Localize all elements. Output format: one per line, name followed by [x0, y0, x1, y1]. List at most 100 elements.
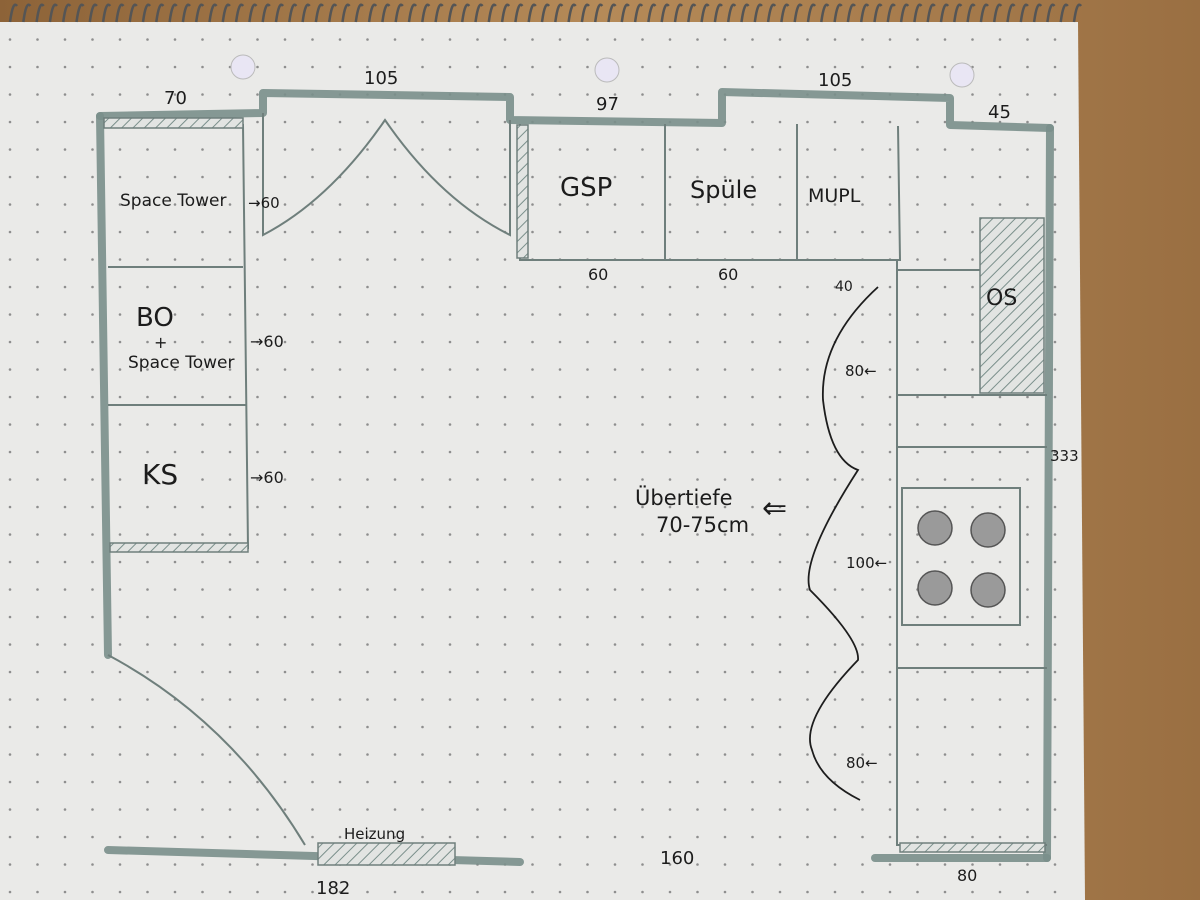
- spiral-coil: [700, 3, 710, 23]
- spiral-coil: [846, 3, 856, 23]
- cabinet-gsp: GSP: [560, 173, 612, 203]
- spiral-coil: [474, 3, 484, 23]
- spiral-coil: [554, 3, 564, 23]
- spiral-coil: [61, 3, 72, 23]
- door-swing-bottom: [107, 654, 306, 846]
- spiral-coil: [35, 3, 45, 23]
- spiral-coil: [1046, 3, 1056, 23]
- spiral-coil: [8, 3, 19, 23]
- spiral-coil: [327, 3, 338, 23]
- cabinet-os: OS: [986, 286, 1017, 311]
- spiral-coil: [753, 3, 763, 23]
- spiral-coil: [394, 3, 404, 23]
- spiral-coil: [261, 3, 271, 23]
- dim-top-left: 70: [164, 88, 187, 109]
- spiral-coil: [992, 3, 1003, 23]
- punch-hole: [594, 57, 620, 83]
- spiral-coil: [141, 3, 152, 23]
- dim-right-wall: 333: [1050, 447, 1079, 465]
- spiral-binding: [8, 3, 1083, 23]
- spiral-coil: [660, 3, 670, 23]
- spiral-coil: [966, 3, 976, 23]
- spiral-coil: [181, 3, 191, 23]
- spiral-coil: [434, 3, 444, 23]
- spiral-coil: [487, 3, 497, 23]
- dim-bottom-right: 80: [957, 866, 977, 885]
- spiral-coil: [793, 3, 803, 23]
- spiral-coil: [620, 3, 630, 23]
- note-line-1: Übertiefe: [635, 485, 733, 510]
- punch-hole: [949, 62, 975, 88]
- punch-hole: [230, 54, 256, 80]
- spiral-coil: [593, 3, 604, 23]
- spiral-coil: [381, 3, 391, 23]
- dim-gsp-depth: 60: [588, 265, 608, 284]
- dim-gap-top: 80←: [845, 362, 877, 380]
- hob-burners: [917, 510, 1006, 608]
- spiral-coil: [22, 3, 32, 23]
- spiral-coil: [820, 3, 830, 23]
- spiral-coil: [168, 3, 178, 23]
- dim-gap-bottom: 80←: [846, 754, 878, 772]
- spiral-coil: [913, 3, 923, 23]
- cabinet-bo-space-tower: Space Tower: [128, 353, 234, 373]
- left-top-filler: [103, 117, 244, 129]
- cabinet-mupl: MUPL: [808, 185, 861, 207]
- spiral-coil: [460, 3, 471, 23]
- door-swing-top: [262, 113, 511, 237]
- cabinet-spuele: Spüle: [690, 176, 757, 204]
- spiral-coil: [314, 3, 324, 23]
- spiral-coil: [101, 3, 112, 23]
- spiral-coil: [540, 3, 551, 23]
- spiral-coil: [859, 3, 870, 23]
- cabinet-ks: KS: [142, 458, 178, 491]
- dim-bottom-left: 182: [316, 878, 350, 899]
- spiral-coil: [248, 3, 258, 23]
- note-line-2: 70-75cm: [656, 513, 749, 537]
- spiral-coil: [341, 3, 351, 23]
- heater: [317, 842, 456, 866]
- spiral-coil: [115, 3, 125, 23]
- spiral-coil: [687, 3, 697, 23]
- spiral-coil: [527, 3, 537, 23]
- spiral-coil: [647, 3, 657, 23]
- spiral-coil: [48, 3, 58, 23]
- spiral-coil: [208, 3, 218, 23]
- heater-label: Heizung: [344, 825, 405, 843]
- spiral-coil: [979, 3, 989, 23]
- dot-grid: [0, 30, 1080, 900]
- spiral-coil: [421, 3, 431, 23]
- dim-left-depth-2: →60: [250, 332, 284, 351]
- burner: [917, 510, 953, 546]
- spiral-coil: [407, 3, 418, 23]
- dim-top-right: 45: [988, 102, 1011, 123]
- dim-sink-depth: 60: [718, 265, 738, 284]
- spiral-coil: [155, 3, 165, 23]
- wall-right: [1043, 124, 1054, 862]
- spiral-coil: [580, 3, 590, 23]
- burner: [970, 512, 1006, 548]
- spiral-coil: [354, 3, 364, 23]
- spiral-coil: [274, 3, 285, 23]
- spiral-coil: [1006, 3, 1016, 23]
- spiral-coil: [1059, 3, 1069, 23]
- spiral-coil: [886, 3, 896, 23]
- hob: [901, 487, 1021, 626]
- wall-left: [96, 112, 112, 659]
- walkway-curve: [807, 286, 879, 801]
- spiral-coil: [833, 3, 843, 23]
- spiral-coil: [1032, 3, 1043, 23]
- cabinet-space-tower: Space Tower: [120, 191, 226, 211]
- spiral-coil: [234, 3, 245, 23]
- spiral-coil: [607, 3, 617, 23]
- spiral-coil: [939, 3, 950, 23]
- dim-mupl-gap: 40: [835, 279, 853, 295]
- note-arrow: ⇐: [762, 491, 787, 526]
- spiral-coil: [514, 3, 524, 23]
- spiral-coil: [288, 3, 298, 23]
- top-left-filler: [516, 124, 529, 259]
- spiral-coil: [873, 3, 883, 23]
- spiral-coil: [88, 3, 98, 23]
- dim-top-window: 105: [818, 70, 852, 91]
